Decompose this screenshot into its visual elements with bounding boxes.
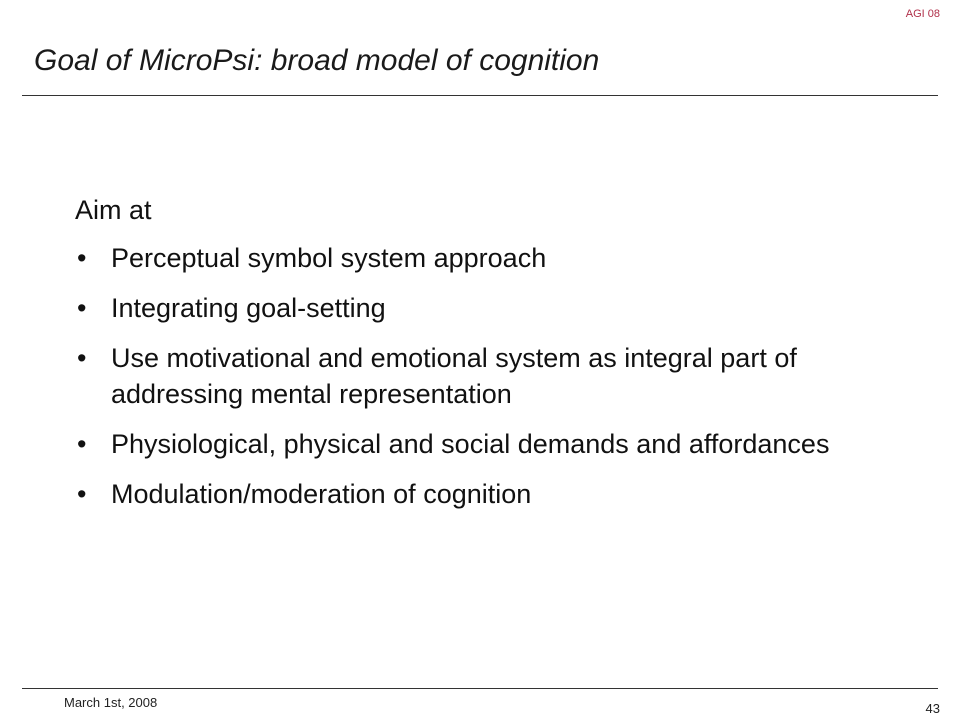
slide-content: Aim at • Perceptual symbol system approa… (75, 192, 895, 526)
bullet-icon: • (77, 479, 87, 509)
bullet-item: • Perceptual symbol system approach (75, 240, 895, 276)
bullet-icon: • (77, 243, 87, 273)
footer-date: March 1st, 2008 (64, 695, 158, 710)
bullet-item: • Modulation/moderation of cognition (75, 476, 895, 512)
bullet-text: Perceptual symbol system approach (111, 243, 547, 273)
title-divider (22, 95, 938, 96)
bullet-item: • Integrating goal-setting (75, 290, 895, 326)
bullet-icon: • (77, 293, 87, 323)
bullet-item: • Physiological, physical and social dem… (75, 426, 895, 462)
lead-text: Aim at (75, 195, 152, 225)
bullet-icon: • (77, 343, 87, 373)
header-tag: AGI 08 (905, 8, 940, 20)
footer-divider (22, 688, 938, 689)
page-number: 43 (925, 701, 940, 716)
bullet-text: Integrating goal-setting (111, 293, 386, 323)
bullet-text: Physiological, physical and social deman… (111, 429, 830, 459)
bullet-list: • Perceptual symbol system approach • In… (75, 240, 895, 512)
bullet-item: • Use motivational and emotional system … (75, 340, 895, 412)
bullet-text: Modulation/moderation of cognition (111, 479, 532, 509)
slide-title: Goal of MicroPsi: broad model of cogniti… (34, 44, 600, 77)
bullet-icon: • (77, 429, 87, 459)
bullet-text: Use motivational and emotional system as… (111, 343, 797, 409)
